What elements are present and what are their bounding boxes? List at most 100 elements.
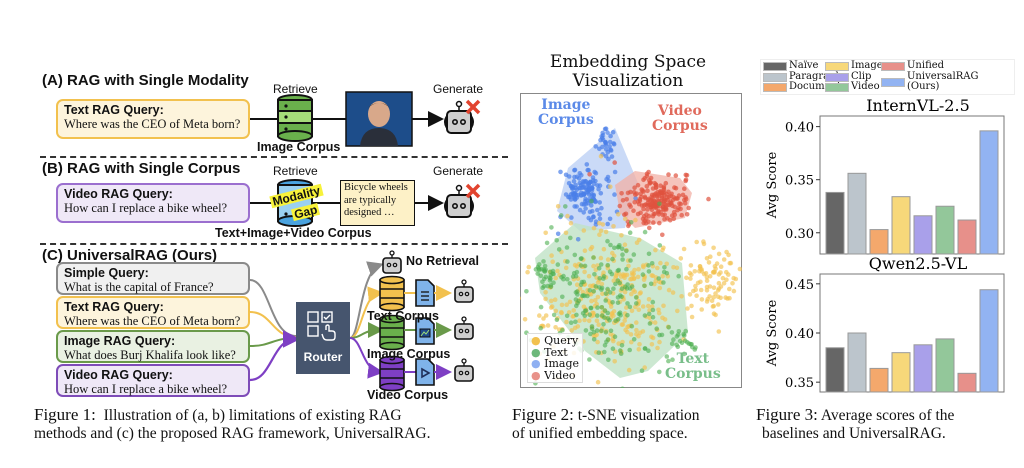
video-corpus-database-icon bbox=[379, 355, 405, 392]
video-point bbox=[622, 212, 627, 217]
image-point bbox=[599, 134, 604, 139]
video-point bbox=[637, 197, 643, 202]
query-point bbox=[537, 313, 542, 318]
bar-legend-item: Paragraph bbox=[763, 71, 842, 83]
query-point bbox=[569, 328, 575, 333]
text-point bbox=[606, 357, 611, 363]
video-point bbox=[686, 205, 691, 211]
query-point bbox=[624, 305, 629, 310]
text-point bbox=[690, 344, 695, 350]
query-point bbox=[655, 345, 660, 351]
video-point bbox=[626, 223, 631, 229]
text-point bbox=[648, 281, 654, 287]
video-point bbox=[678, 201, 684, 207]
text-rag-query-box-a: Text RAG Query: Where was the CEO of Met… bbox=[56, 99, 250, 139]
video-rag-query-box-b: Video RAG Query: How can I replace a bik… bbox=[56, 183, 250, 223]
video-point bbox=[624, 197, 629, 202]
router-box bbox=[296, 302, 350, 374]
query-point bbox=[709, 298, 715, 303]
query-point bbox=[637, 330, 643, 336]
text-point bbox=[650, 299, 656, 305]
text-point bbox=[587, 288, 593, 293]
legend-label: Paragraph bbox=[789, 70, 842, 82]
y-tick-label: 0.40 bbox=[785, 121, 814, 136]
video-point bbox=[638, 210, 643, 216]
image-point bbox=[605, 221, 610, 227]
query-point bbox=[716, 280, 722, 286]
query-point bbox=[611, 309, 617, 314]
video-point bbox=[628, 204, 633, 209]
query-point bbox=[716, 329, 722, 334]
query-point bbox=[616, 212, 621, 217]
x-mark-icon bbox=[465, 99, 481, 115]
text-point bbox=[555, 262, 561, 267]
query-point bbox=[598, 255, 604, 261]
text-point bbox=[554, 317, 560, 322]
legend-item-image: ● Image bbox=[531, 357, 579, 370]
text-point bbox=[591, 288, 596, 294]
query-point bbox=[601, 270, 606, 275]
caption-text: baselines and UniversalRAG. bbox=[762, 425, 946, 442]
legend-label: Naïve bbox=[789, 60, 819, 71]
legend-label: Image bbox=[851, 60, 883, 71]
query-point bbox=[629, 308, 635, 314]
text-point bbox=[608, 242, 613, 248]
text-rag-query-box: Text RAG Query: Where was the CEO of Met… bbox=[56, 296, 250, 329]
query-point bbox=[564, 302, 569, 307]
legend-label: Text bbox=[544, 345, 568, 359]
image-point bbox=[577, 171, 583, 176]
text-point bbox=[646, 263, 651, 268]
image-point bbox=[593, 170, 599, 176]
query-point bbox=[660, 247, 665, 253]
bar-video bbox=[935, 205, 955, 255]
query-point bbox=[611, 338, 616, 344]
image-point bbox=[583, 206, 588, 211]
cluster-label-line: Corpus bbox=[652, 118, 708, 134]
text-point bbox=[669, 330, 675, 335]
bar-image bbox=[891, 352, 911, 393]
bar-document bbox=[869, 229, 889, 255]
query-point bbox=[594, 301, 599, 307]
image-point bbox=[558, 169, 563, 175]
video-point bbox=[684, 212, 690, 217]
text-point bbox=[664, 354, 670, 359]
query-point bbox=[660, 274, 665, 279]
image-point bbox=[603, 153, 609, 159]
query-point bbox=[687, 270, 693, 276]
query-point bbox=[685, 306, 690, 311]
legend-label: Document bbox=[789, 81, 841, 92]
text-point bbox=[589, 326, 595, 332]
video-point bbox=[660, 232, 665, 238]
chart-frame bbox=[819, 115, 1005, 255]
query-point bbox=[603, 229, 609, 235]
bar-na-ve bbox=[825, 191, 845, 255]
text-point bbox=[615, 295, 621, 300]
bar-unified bbox=[957, 219, 977, 255]
cluster-label-line: Corpus bbox=[665, 366, 721, 382]
video-point bbox=[641, 203, 647, 208]
image-point bbox=[566, 194, 571, 200]
text-point bbox=[573, 297, 579, 302]
text-point bbox=[554, 238, 559, 243]
query-point bbox=[737, 266, 742, 272]
image-point bbox=[597, 146, 602, 152]
image-corpus-database-icon bbox=[277, 94, 313, 142]
video-document-icon bbox=[415, 358, 435, 386]
image-point bbox=[583, 178, 588, 184]
text-point bbox=[581, 293, 586, 298]
text-point bbox=[593, 284, 599, 289]
legend-swatch bbox=[763, 83, 787, 92]
text-point bbox=[542, 263, 548, 269]
image-point bbox=[576, 176, 582, 181]
text-point bbox=[591, 255, 596, 260]
video-point bbox=[682, 186, 687, 191]
legend-item-query: ● Query bbox=[531, 334, 579, 347]
text-point bbox=[666, 325, 671, 330]
text-point bbox=[646, 269, 652, 274]
query-point bbox=[611, 313, 616, 319]
legend-label: Video bbox=[544, 368, 576, 382]
query-point bbox=[723, 295, 728, 300]
text-document-icon bbox=[415, 279, 435, 307]
bar-universalrag-ours- bbox=[979, 289, 999, 393]
query-text: Where was the CEO of Meta born? bbox=[64, 314, 241, 328]
